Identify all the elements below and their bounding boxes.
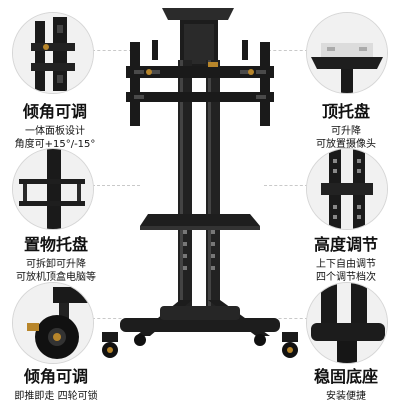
- top-tray-label: 顶托盘 可升降 可放置摄像头: [294, 103, 398, 151]
- tilt-bracket-detail-image: [12, 12, 94, 94]
- height-title: 高度调节: [313, 235, 378, 254]
- shelf-detail-image: [12, 148, 94, 230]
- top-tray-desc-2: 可放置摄像头: [316, 139, 376, 150]
- wheel-detail-image: [12, 282, 94, 364]
- shelf-desc-1: 可拆卸可升降: [26, 259, 86, 270]
- base-detail-image: [306, 282, 388, 364]
- guide-line: [92, 185, 140, 186]
- wheels-label: 倾角可调 即推即走 四轮可锁: [2, 368, 110, 403]
- base-desc-1: 安装便捷: [326, 391, 366, 402]
- top-tray-detail-image: [306, 12, 388, 94]
- shelf-desc-2: 可放机顶盒电脑等: [16, 272, 96, 283]
- base-title: 稳固底座: [313, 367, 378, 386]
- tilt-title: 倾角可调: [22, 102, 87, 121]
- guide-line: [268, 50, 308, 51]
- guide-line: [92, 50, 132, 51]
- height-desc-2: 四个调节档次: [316, 272, 376, 283]
- top-tray-desc-1: 可升降: [331, 126, 361, 137]
- shelf-title: 置物托盘: [23, 235, 88, 254]
- height-label: 高度调节 上下自由调节 四个调节档次: [294, 236, 398, 284]
- height-adjust-detail-image: [306, 148, 388, 230]
- guide-line: [264, 185, 308, 186]
- shelf-label: 置物托盘 可拆卸可升降 可放机顶盒电脑等: [2, 236, 110, 284]
- top-tray-title: 顶托盘: [321, 102, 370, 121]
- wheels-title: 倾角可调: [23, 367, 88, 386]
- guide-line: [268, 318, 308, 319]
- height-desc-1: 上下自由调节: [316, 259, 376, 270]
- wheels-desc-1: 即推即走 四轮可锁: [14, 391, 98, 402]
- tilt-label: 倾角可调 一体面板设计 角度可+15°/-15°: [2, 103, 108, 151]
- tilt-desc-2: 角度可+15°/-15°: [14, 139, 96, 150]
- tilt-desc-1: 一体面板设计: [25, 126, 85, 137]
- base-label: 稳固底座 安装便捷: [294, 368, 398, 403]
- guide-line: [92, 318, 132, 319]
- tv-stand-image: [102, 8, 298, 358]
